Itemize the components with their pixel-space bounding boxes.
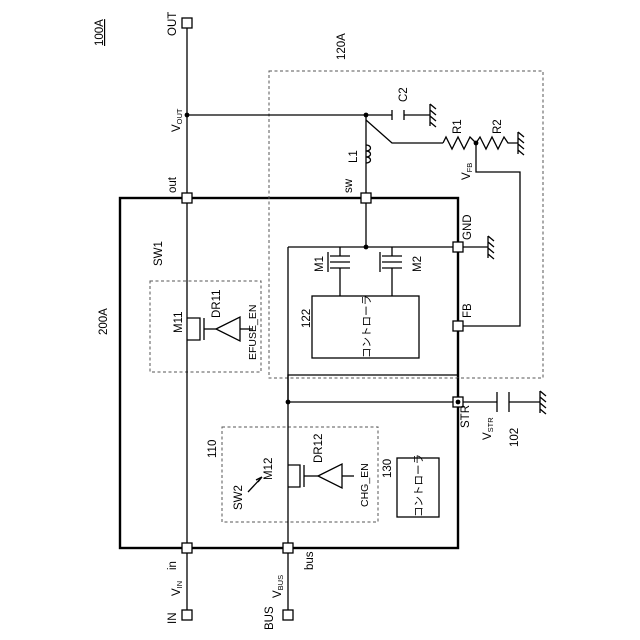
junction-vout: [185, 113, 190, 118]
dr12-label: DR12: [313, 434, 325, 463]
block-110-ref-label: 110: [207, 440, 219, 458]
terminal-in-port: [182, 610, 192, 620]
figure-label: 100A: [94, 19, 106, 46]
m1-label: M1: [314, 256, 326, 272]
sw2-arrow: [248, 477, 262, 492]
junction-sw-top: [364, 113, 369, 118]
terminal-bus-port: [283, 610, 293, 620]
l1-label: L1: [348, 150, 360, 163]
resistor-r2: [476, 132, 524, 155]
junction-str-pin: [456, 400, 461, 405]
driver-dr11: [204, 317, 252, 341]
controller-130-label: コントローラ: [413, 454, 425, 517]
capacitor-102: [497, 391, 546, 414]
controller-power-wire: [288, 375, 458, 402]
efuse-en-label: EFUSE_EN: [247, 305, 259, 360]
net-vstr-label: VSTR: [482, 417, 495, 440]
pin-gnd-label: GND: [462, 214, 474, 240]
driver-dr12: [304, 464, 354, 488]
sw1-outline: [150, 281, 261, 372]
m12-label: M12: [263, 458, 275, 480]
pin-fb-label: FB: [462, 303, 474, 318]
m11-label: M11: [173, 311, 185, 333]
pin-sw: [361, 193, 371, 203]
m2-label: M2: [412, 256, 424, 272]
sw2-label: SW2: [233, 485, 245, 510]
pin-fb: [453, 321, 463, 331]
junction-vfb: [474, 141, 479, 146]
pin-out: [182, 193, 192, 203]
pin-bus: [283, 543, 293, 553]
junction-sw-mid: [364, 245, 369, 250]
pin-in-label: in: [167, 561, 179, 570]
pin-sw-label: sw: [343, 178, 355, 193]
net-vin-label: VIN: [171, 581, 184, 596]
controller-130-ref: 130: [382, 459, 394, 478]
str-cap-label: 102: [509, 428, 521, 447]
converter-ref-label: 120A: [336, 33, 348, 60]
net-vfb-label: VFB: [461, 163, 474, 180]
pin-out-label: out: [167, 176, 179, 193]
terminal-out-port: [182, 18, 192, 28]
mosfet-m1: [328, 252, 350, 272]
junction-str: [286, 400, 291, 405]
net-vbus-label: VBUS: [272, 575, 285, 598]
inductor-l1: [366, 145, 371, 163]
port-out-label: OUT: [167, 12, 179, 36]
capacitor-c2: [392, 104, 436, 127]
mosfet-m11: [187, 318, 204, 340]
ground-gnd-pin: [488, 236, 494, 259]
pin-str-label: STR: [460, 405, 472, 428]
pin-gnd: [453, 242, 463, 252]
resistor-r1: [443, 137, 476, 149]
net-vout-label: VOUT: [171, 108, 184, 132]
controller-122-ref: 122: [301, 309, 313, 328]
port-bus-label: BUS: [264, 606, 276, 630]
pin-in: [182, 543, 192, 553]
controller-122-label: コントローラ: [361, 295, 373, 358]
port-in-label: IN: [167, 613, 179, 625]
sw1-ref-label: SW1: [153, 241, 165, 266]
chip-ref-label: 200A: [98, 308, 110, 335]
chg-en-label: CHG_EN: [359, 463, 371, 507]
c2-label: C2: [398, 87, 410, 102]
r2-label: R2: [492, 119, 504, 134]
dr11-label: DR11: [211, 289, 223, 318]
pin-bus-label: bus: [304, 551, 316, 570]
r1-label: R1: [452, 119, 464, 134]
mosfet-m2: [380, 252, 402, 272]
mosfet-m12: [288, 465, 304, 487]
